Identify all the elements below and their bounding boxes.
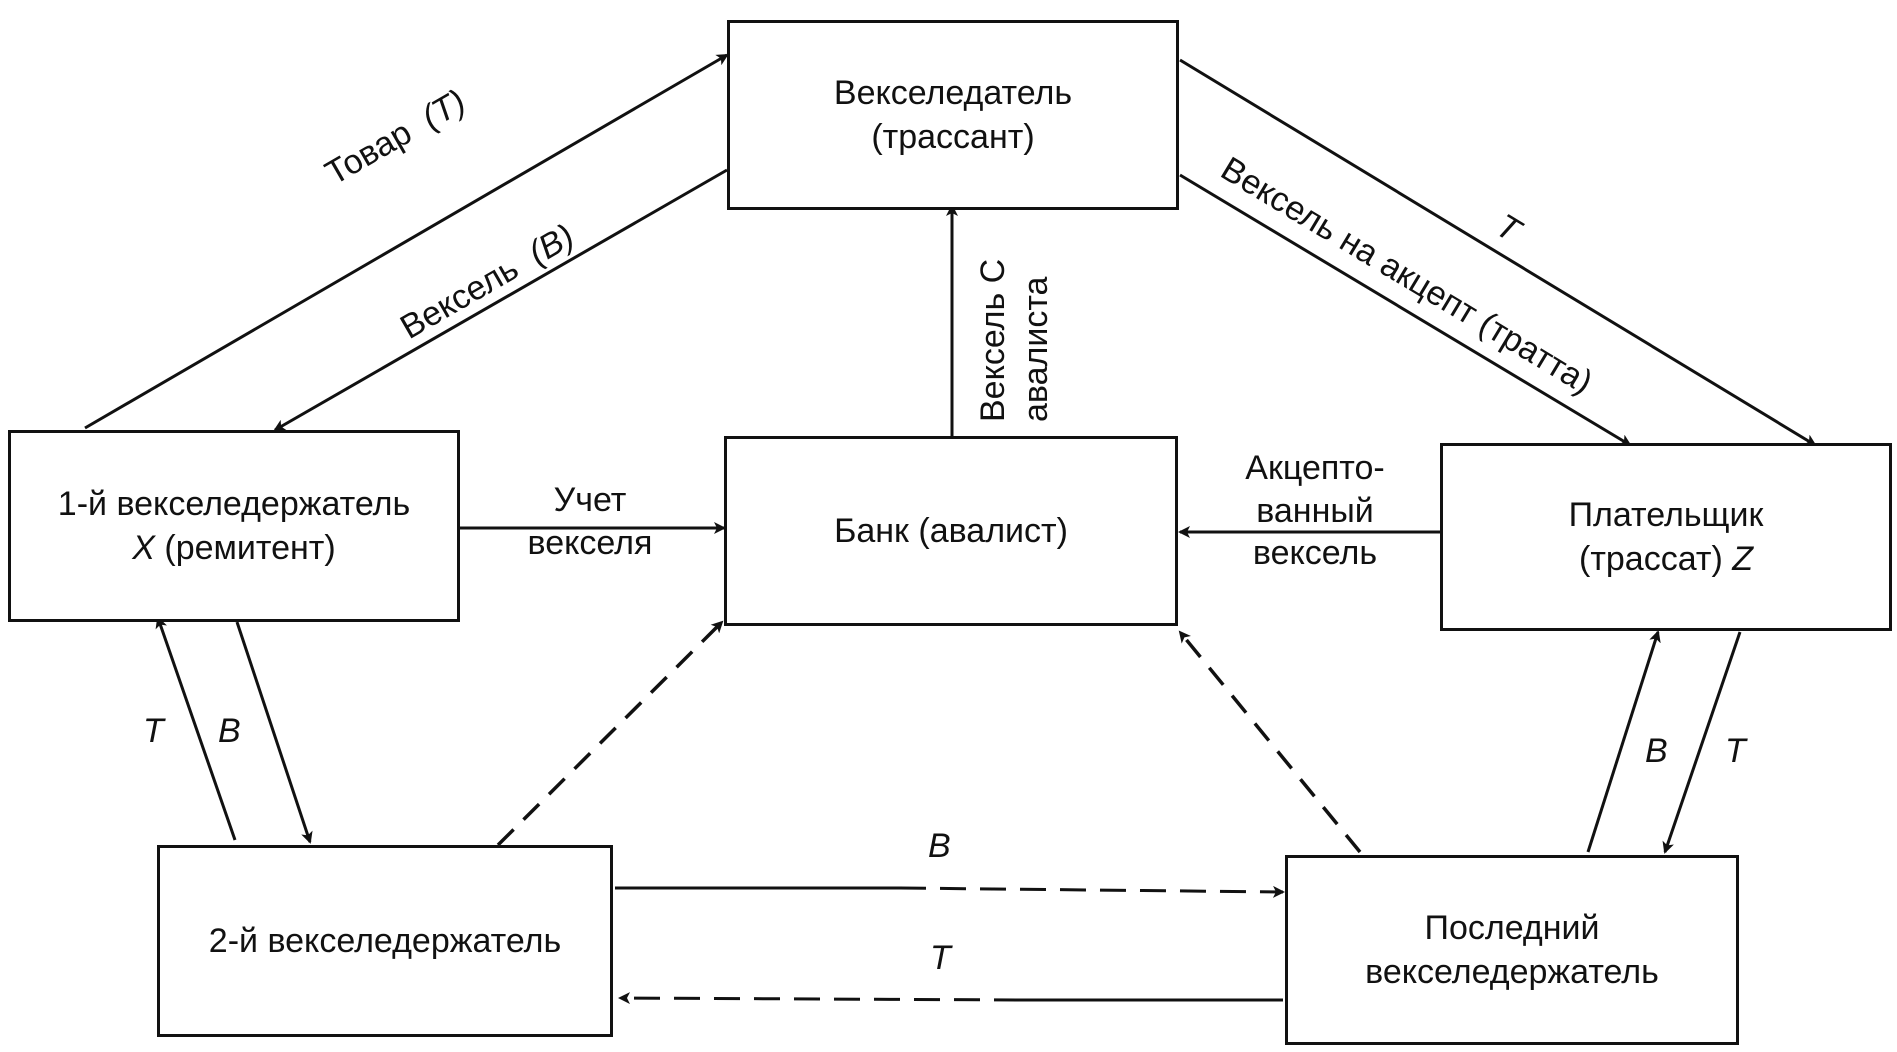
label-b-left-text: B bbox=[218, 712, 241, 750]
dashed-holder2-to-bank bbox=[496, 620, 724, 847]
node-bank: Банк (авалист) bbox=[724, 436, 1178, 626]
label-accepted-line2: ванный bbox=[1256, 491, 1374, 530]
arrow-bill-to-holder1 bbox=[273, 168, 728, 432]
node-payer-line1: Плательщик bbox=[1568, 495, 1764, 534]
node-payer: Плательщик (трассат) Z bbox=[1440, 443, 1892, 631]
label-t-bottom: T bbox=[930, 937, 951, 980]
arrow-b-holder1-to-holder2 bbox=[235, 621, 313, 844]
node-holder1-line2: X (ремитент) bbox=[132, 526, 335, 570]
node-last-holder: Последний векселедержатель bbox=[1285, 855, 1739, 1045]
label-accepted-line3: вексель bbox=[1252, 534, 1378, 572]
node-payer-line2: (трассат) Z bbox=[1579, 537, 1753, 581]
node-holder2-label: 2-й векселедержатель bbox=[208, 921, 562, 960]
node-holder1-role: (ремитент) bbox=[154, 529, 336, 567]
node-holder1-line1: 1-й векселедержатель bbox=[57, 484, 411, 523]
label-discount-line2: векселя bbox=[527, 523, 653, 562]
arrow-b-holder2-to-last-dashed bbox=[899, 885, 1285, 898]
node-holder2: 2-й векселедержатель bbox=[157, 845, 613, 1037]
node-holder1: 1-й векселедержатель X (ремитент) bbox=[8, 430, 460, 622]
label-aval-bill-line1: Вексель С bbox=[974, 258, 1012, 422]
node-payer-role: (трассат) bbox=[1579, 540, 1733, 578]
label-discount: Учет векселя bbox=[515, 479, 665, 564]
dashed-last-to-bank bbox=[1178, 630, 1362, 854]
label-aval-bill-line2: авалиста bbox=[1016, 276, 1055, 422]
arrow-b-last-to-payer bbox=[1586, 630, 1661, 853]
label-t-left: T bbox=[143, 710, 164, 753]
label-t-right-text: T bbox=[1725, 732, 1746, 770]
label-b-left: B bbox=[218, 710, 241, 753]
arrow-t-last-to-holder2-dashed bbox=[618, 992, 1021, 1005]
label-b-right-text: B bbox=[1645, 732, 1668, 770]
label-b-bottom: B bbox=[928, 825, 951, 868]
label-aval-bill: Вексель С авалиста bbox=[972, 259, 1057, 422]
node-drawer: Векселедатель (трассант) bbox=[727, 20, 1179, 210]
label-t-left-text: T bbox=[143, 712, 164, 750]
label-accepted-bill: Акцепто- ванный вексель bbox=[1235, 447, 1395, 575]
node-last-holder-line1: Последний bbox=[1424, 908, 1600, 947]
arrow-t-drawer-to-payer bbox=[1179, 58, 1817, 447]
label-accepted-line1: Акцепто- bbox=[1245, 449, 1385, 487]
label-t-right: T bbox=[1725, 730, 1746, 773]
label-t-bottom-text: T bbox=[930, 939, 951, 977]
node-drawer-line2: (трассант) bbox=[871, 118, 1035, 156]
label-discount-line1: Учет bbox=[553, 481, 627, 519]
arrow-t-payer-to-last bbox=[1662, 631, 1742, 854]
label-b-right: B bbox=[1645, 730, 1668, 773]
node-bank-label: Банк (авалист) bbox=[834, 511, 1068, 550]
node-payer-var: Z bbox=[1732, 540, 1753, 578]
node-holder1-var: X bbox=[132, 529, 155, 567]
arrow-goods-to-drawer bbox=[84, 53, 729, 430]
arrow-bill-acceptance bbox=[1179, 173, 1632, 447]
node-drawer-line1: Векселедатель bbox=[833, 73, 1073, 112]
label-b-bottom-text: B bbox=[928, 827, 951, 865]
node-last-holder-line2: векселедержатель bbox=[1365, 953, 1659, 991]
arrow-t-holder2-to-holder1 bbox=[155, 616, 237, 841]
